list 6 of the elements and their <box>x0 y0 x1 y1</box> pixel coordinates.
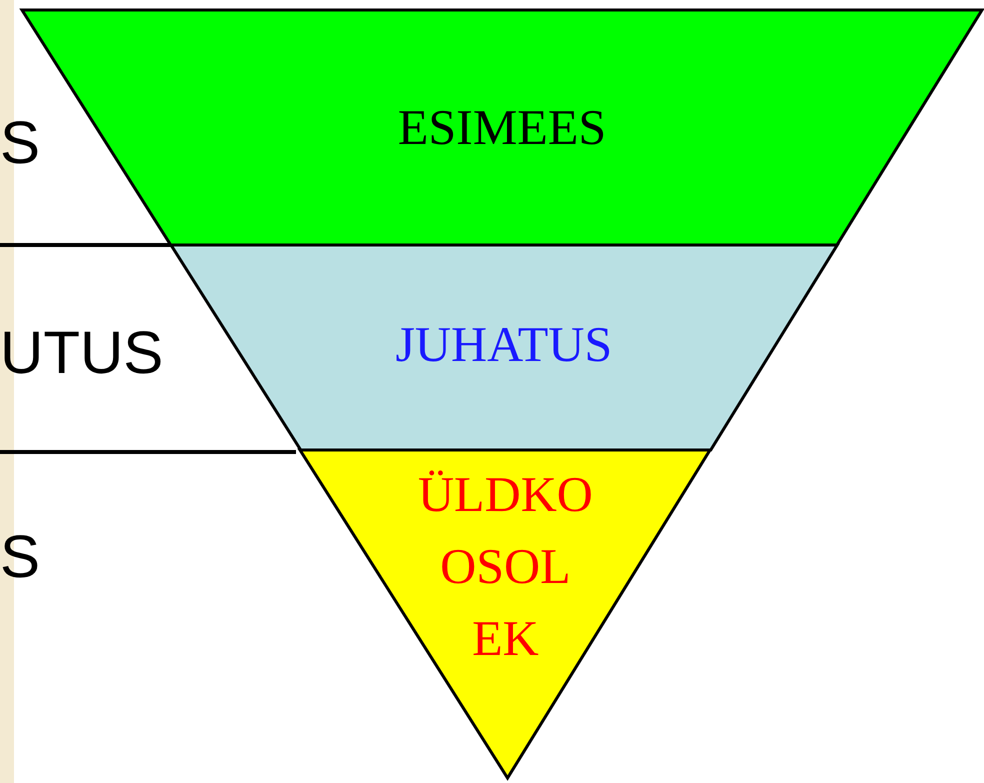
side-label: S <box>0 108 40 177</box>
side-label: UTUS <box>0 318 164 387</box>
band-label: JUHATUS <box>394 315 614 373</box>
side-label: S <box>0 522 40 591</box>
band-label: ESIMEES <box>396 98 608 156</box>
band-label: ÜLDKO OSOL EK <box>416 465 594 668</box>
